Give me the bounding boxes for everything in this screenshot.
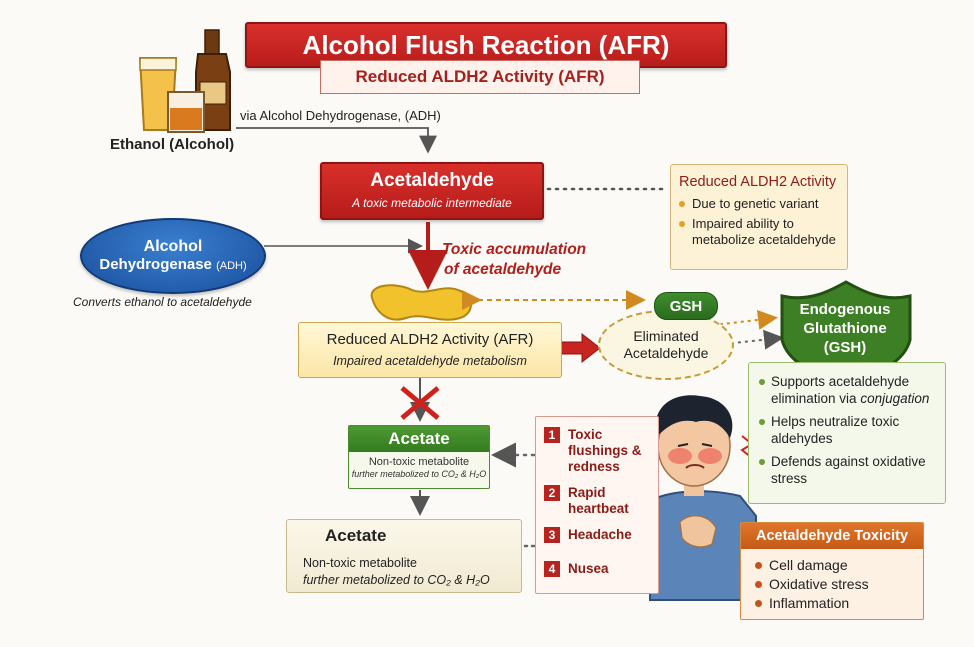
glutathione-bullet-text: Supports acetaldehyde elimination via: [771, 374, 910, 406]
acetate-beige-line2: further metabolized to CO₂ & H₂O: [303, 573, 490, 587]
adh-line2: Dehydrogenase: [99, 255, 212, 273]
aldh2-activity-box: Reduced ALDH2 Activity (AFR) Impaired ac…: [298, 322, 562, 378]
adh-abbr: (ADH): [216, 259, 247, 272]
aldh2-box-subtitle: Impaired acetaldehyde metabolism: [333, 354, 527, 368]
glutathione-info-box: Supports acetaldehyde elimination via co…: [748, 362, 946, 504]
list-item: Due to genetic variant: [679, 196, 847, 212]
acetate-green-title: Acetate: [349, 426, 489, 452]
acetaldehyde-subtitle: A toxic metabolic intermediate: [352, 196, 512, 210]
symptom-number: 1: [544, 427, 560, 443]
glutathione-line2: Glutathione: [803, 320, 887, 337]
symptoms-panel: 1 Toxic flushings & redness 2 Rapid hear…: [535, 416, 659, 594]
symptom-number: 2: [544, 485, 560, 501]
aldh2-info-heading: Reduced ALDH2 Activity: [679, 174, 837, 190]
acetate-green-line2: further metabolized to CO₂ & H₂O: [351, 469, 487, 479]
person-icon: [638, 395, 757, 601]
via-adh-label: via Alcohol Dehydrogenase, (ADH): [240, 108, 441, 123]
list-item: Helps neutralize toxic aldehydes: [759, 413, 945, 447]
glutathione-line1: Endogenous: [799, 301, 891, 318]
list-item: Inflammation: [755, 595, 923, 611]
symptom-number: 4: [544, 561, 560, 577]
acetate-beige-line1: Non-toxic metabolite: [303, 556, 417, 570]
eliminated-acetaldehyde: Eliminated Acetaldehyde: [598, 310, 734, 380]
list-item: Defends against oxidative stress: [759, 453, 945, 487]
acetate-green-box: Acetate Non-toxic metabolite further met…: [348, 425, 490, 489]
diagram-subtitle: Reduced ALDH2 Activity (AFR): [320, 60, 640, 94]
eliminated-line2: Acetaldehyde: [623, 345, 709, 361]
acetaldehyde-box: Acetaldehyde A toxic metabolic intermedi…: [320, 162, 544, 220]
symptom-number: 3: [544, 527, 560, 543]
glutathione-bullet-text: Helps neutralize toxic aldehydes: [771, 414, 900, 446]
symptom-item: 2 Rapid heartbeat: [544, 485, 644, 517]
symptom-item: 3 Headache: [544, 527, 632, 543]
list-item: Supports acetaldehyde elimination via co…: [759, 373, 945, 407]
glutathione-bullet-text: Defends against oxidative stress: [771, 454, 926, 486]
list-item: Cell damage: [755, 557, 923, 573]
list-item: Oxidative stress: [755, 576, 923, 592]
glutathione-title: Endogenous Glutathione (GSH): [784, 300, 906, 357]
adh-line1: Alcohol: [143, 237, 203, 255]
aldh2-info-box: Reduced ALDH2 Activity Due to genetic va…: [670, 164, 848, 270]
cross-mark-icon: [400, 386, 440, 420]
symptom-item: 1 Toxic flushings & redness: [544, 427, 644, 475]
symptom-item: 4 Nusea: [544, 561, 609, 577]
eliminated-line1: Eliminated: [633, 328, 699, 344]
toxicity-box: Acetaldehyde Toxicity Cell damage Oxidat…: [740, 522, 924, 620]
aldh2-box-title: Reduced ALDH2 Activity (AFR): [326, 331, 534, 348]
adh-ellipse: Alcohol Dehydrogenase (ADH): [80, 218, 266, 294]
bottle-icon: [195, 29, 231, 131]
toxic-accumulation-line1: Toxic accumulation: [442, 241, 587, 258]
glutathione-line3: (GSH): [823, 339, 867, 356]
gsh-pill: GSH: [654, 292, 718, 320]
toxic-accumulation-line2: of acetaldehyde: [444, 261, 562, 278]
acetaldehyde-title: Acetaldehyde: [370, 170, 494, 191]
adh-caption: Converts ethanol to acetaldehyde: [73, 295, 252, 309]
symptom-text: Nusea: [568, 561, 609, 576]
symptom-text: Headache: [568, 527, 632, 542]
ethanol-label: Ethanol (Alcohol): [110, 136, 235, 153]
toxicity-list: Cell damage Oxidative stress Inflammatio…: [755, 557, 923, 611]
glutathione-list: Supports acetaldehyde elimination via co…: [759, 373, 945, 487]
symptom-text: Toxic flushings & redness: [568, 427, 642, 474]
aldh2-info-list: Due to genetic variant Impaired ability …: [679, 196, 847, 248]
acetate-green-line1: Non-toxic metabolite: [368, 456, 470, 468]
glutathione-bullet-em: conjugation: [860, 391, 930, 406]
symptom-text: Rapid heartbeat: [568, 485, 629, 516]
acetate-beige-box: Acetate Non-toxic metabolite further met…: [286, 519, 522, 593]
toxic-accumulation-label: Toxic accumulation of acetaldehyde: [442, 240, 586, 280]
acetate-beige-title: Acetate: [325, 526, 387, 545]
enzyme-blob-icon: [370, 284, 472, 321]
list-item: Impaired ability to metabolize acetaldeh…: [679, 216, 847, 248]
whiskey-glass-icon: [167, 91, 205, 133]
toxicity-heading: Acetaldehyde Toxicity: [741, 523, 923, 549]
